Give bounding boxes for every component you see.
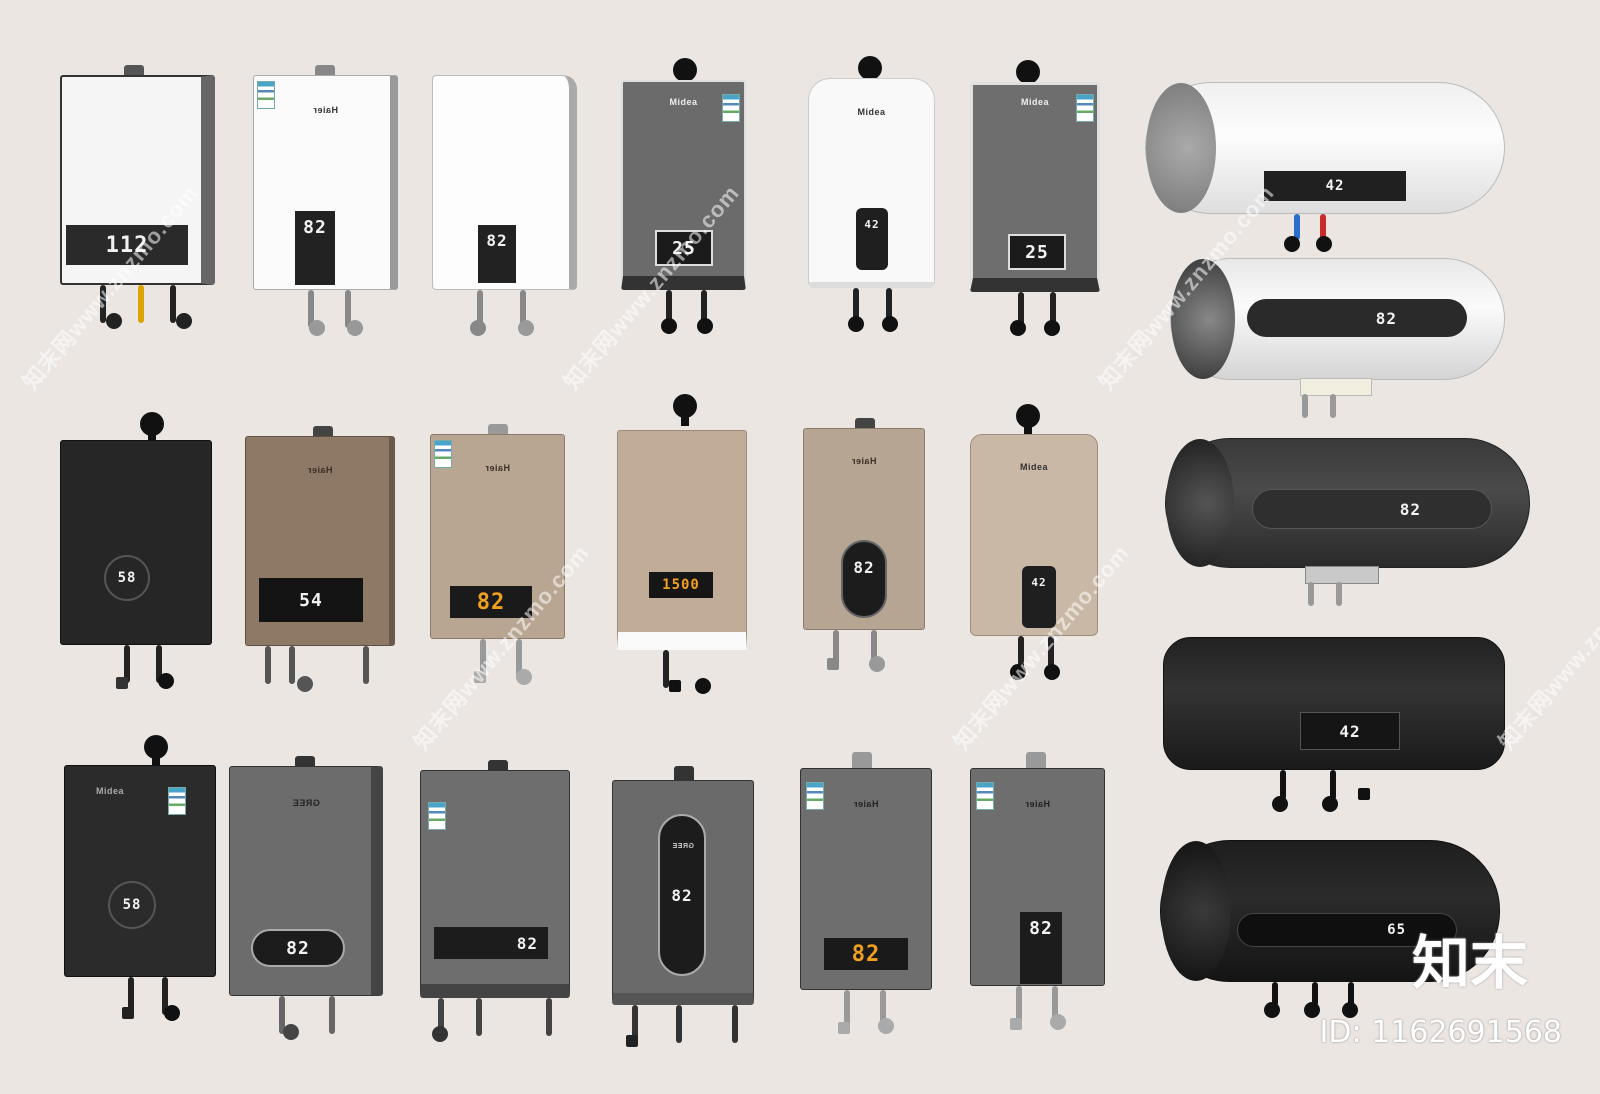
display-panel: 82 — [1247, 299, 1467, 337]
display-reading: 54 — [299, 589, 323, 611]
brand-label: Haier — [485, 462, 511, 473]
display-reading: 82 — [1029, 918, 1053, 939]
display-reading: 82 — [671, 885, 693, 905]
display-reading: 82 — [486, 231, 508, 250]
tank-heater-2: 82 — [1170, 258, 1505, 380]
display-panel: 112 — [66, 225, 188, 265]
display-panel: 82 — [478, 225, 516, 283]
display-panel: 1500 — [649, 572, 713, 598]
heater-r1-5: Midea 42 — [808, 56, 935, 332]
display-reading: 25 — [672, 237, 696, 259]
display-reading: 58 — [122, 897, 142, 913]
display-reading: 82 — [476, 589, 506, 615]
heater-r1-3: 82 — [432, 75, 577, 336]
heater-r1-6: Midea 25 — [970, 60, 1100, 336]
display-reading: 112 — [105, 232, 149, 258]
display-panel: 82 — [295, 211, 335, 285]
brand-label: Haier — [853, 799, 879, 810]
display-panel: 42 — [856, 208, 888, 270]
heater-r3-2: GREE 82 — [229, 756, 383, 1040]
display-panel: 54 — [259, 578, 363, 622]
brand-label: Midea — [1020, 96, 1049, 107]
heater-r3-1: Midea 58 — [64, 735, 216, 1021]
heater-r2-5: Haier 82 — [803, 418, 925, 672]
brand-label: Haier — [851, 456, 877, 467]
brand-label: Haier — [313, 105, 339, 116]
display-reading: 82 — [303, 217, 327, 238]
brand-label: GREE — [292, 798, 320, 809]
watermark: 知末网www.znzmo.com — [1493, 540, 1600, 755]
tank-heater-4: 42 — [1163, 637, 1505, 770]
display-ring: 58 — [104, 555, 150, 601]
heater-r3-3: 82 — [420, 760, 570, 1042]
tank-heater-3: 82 — [1165, 438, 1530, 568]
display-reading: 42 — [864, 218, 880, 231]
display-panel: 82 — [1252, 489, 1492, 529]
display-reading: 58 — [117, 570, 137, 586]
display-panel: 82 — [251, 929, 345, 967]
heater-r1-4: Midea 25 — [621, 58, 746, 334]
heater-r2-2: Haier 54 — [245, 426, 395, 692]
display-reading: 82 — [1375, 308, 1397, 328]
heater-r3-6: Haier 82 — [970, 752, 1105, 1030]
brand-label: Midea — [669, 96, 698, 107]
display-panel: 82 — [824, 938, 908, 970]
display-reading: 42 — [1325, 178, 1345, 194]
display-panel: 42 — [1300, 712, 1400, 750]
brand-label: Midea — [95, 786, 124, 797]
display-panel: 82 — [434, 927, 548, 959]
display-reading: 82 — [853, 558, 875, 577]
display-panel: 25 — [1008, 234, 1066, 270]
display-panel: 82 — [1020, 912, 1062, 984]
display-panel: 82 — [450, 586, 532, 618]
display-reading: 65 — [1387, 922, 1406, 938]
heater-r3-5: Haier 82 — [800, 752, 932, 1034]
display-panel: 65 — [1237, 913, 1457, 947]
heater-r2-6: Midea 42 — [970, 404, 1098, 680]
tank-heater-1: 42 — [1145, 82, 1505, 214]
heater-r2-4: 1500 — [617, 394, 747, 694]
heater-r3-4: 82 GREE — [612, 766, 754, 1047]
tank-heater-5: 65 — [1160, 840, 1500, 982]
brand-label: Midea — [1019, 462, 1048, 473]
heater-r1-2: Haier 82 — [253, 65, 398, 336]
display-panel: 82 — [841, 540, 887, 618]
display-reading: 82 — [1399, 499, 1421, 519]
display-panel: 82 — [658, 814, 706, 976]
brand-label: GREE — [672, 843, 694, 850]
display-reading: 82 — [516, 933, 538, 953]
site-logo: 知末 — [1411, 929, 1528, 997]
display-panel: 25 — [655, 230, 713, 266]
display-ring: 58 — [108, 881, 156, 929]
brand-label: Midea — [857, 107, 886, 118]
display-panel: 42 — [1022, 566, 1056, 628]
display-reading: 42 — [1339, 721, 1361, 741]
heater-r1-1: 112 — [60, 65, 215, 329]
display-reading: 1500 — [662, 577, 700, 593]
brand-label: Haier — [1025, 798, 1051, 809]
heater-r2-1: 58 — [60, 412, 212, 689]
display-reading: 82 — [286, 937, 310, 959]
display-reading: 82 — [851, 941, 881, 967]
image-id: ID: 1162691568 — [1319, 1015, 1562, 1050]
brand-label: Haier — [307, 465, 333, 476]
display-reading: 42 — [1031, 576, 1047, 589]
display-panel: 42 — [1264, 171, 1406, 201]
heater-r2-3: Haier 82 — [430, 424, 565, 685]
display-reading: 25 — [1025, 241, 1049, 263]
